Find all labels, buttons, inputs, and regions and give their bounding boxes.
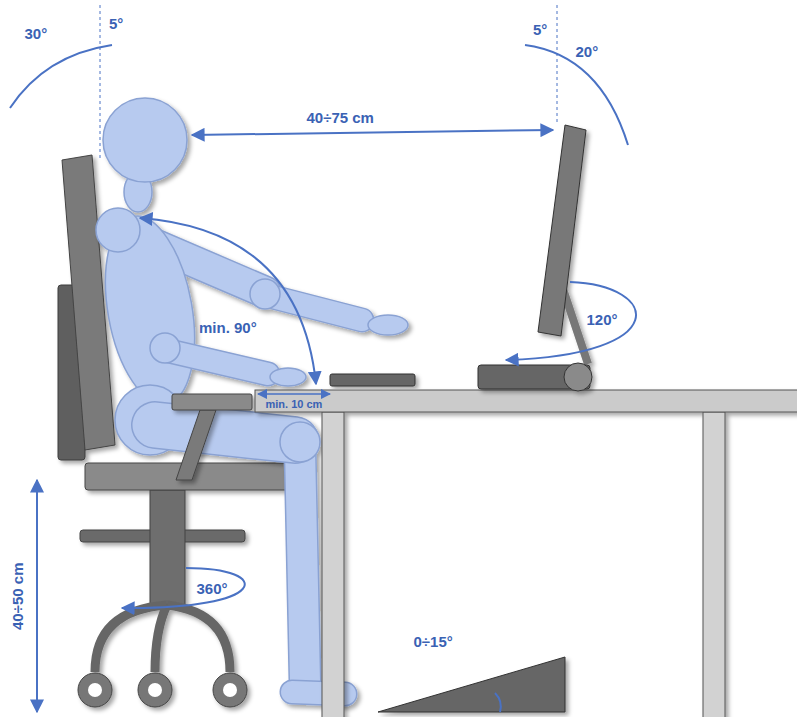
head-vertical-reference <box>100 5 101 160</box>
thigh <box>155 425 295 440</box>
keyboard <box>330 374 415 386</box>
armrest <box>172 394 252 480</box>
chair-wheel <box>138 673 172 707</box>
monitor-vertical-reference <box>557 5 558 125</box>
height-dimension: 40÷50 cm <box>10 562 27 629</box>
desk-leg <box>322 412 344 717</box>
footrest-angle-arc <box>495 693 501 712</box>
chair-swivel-arc <box>122 568 245 608</box>
hand <box>270 368 306 386</box>
hand <box>368 315 408 335</box>
chair-base-legs <box>95 605 230 672</box>
elbow <box>250 279 280 309</box>
armrest-support <box>176 410 216 480</box>
dimension-label: 0÷15° <box>414 634 453 651</box>
dimension-label: 5° <box>533 22 547 39</box>
shoulder <box>96 208 140 252</box>
dimension-label: 360° <box>197 581 228 598</box>
thigh-outline <box>155 425 295 440</box>
gas-column <box>150 490 185 605</box>
knee <box>280 422 320 462</box>
dimension-label: 30° <box>25 26 48 43</box>
dimension-label: 5° <box>109 16 123 33</box>
monitor-hinge <box>564 363 592 391</box>
elbow-angle-arc <box>140 218 316 384</box>
head-tilt-arc <box>10 45 112 108</box>
monitor-swivel-arc <box>506 282 636 360</box>
dimension-label: 40÷75 cm <box>307 110 374 127</box>
wheel-hub <box>223 683 237 697</box>
annotations <box>10 5 636 712</box>
dimension-label: 120° <box>587 312 618 329</box>
elbow <box>150 333 180 363</box>
desk-leg <box>703 412 725 717</box>
dimension-label: 20° <box>576 44 599 61</box>
dimension-label: min. 90° <box>199 320 257 337</box>
armrest-pad <box>172 394 252 410</box>
wrist-space-line <box>258 393 330 395</box>
viewing-distance-line <box>192 130 553 135</box>
chair-wheel <box>213 673 247 707</box>
wheel-hub <box>148 683 162 697</box>
monitor-screen <box>538 125 586 336</box>
desk-top <box>255 390 797 412</box>
footrest <box>378 657 565 712</box>
dimension-label: min. 10 cm <box>266 398 323 410</box>
chair-wheel <box>78 673 112 707</box>
wheel-hub <box>88 683 102 697</box>
seat-height-line <box>36 480 38 712</box>
head <box>103 98 187 182</box>
desk <box>255 390 797 717</box>
monitor <box>478 125 592 391</box>
